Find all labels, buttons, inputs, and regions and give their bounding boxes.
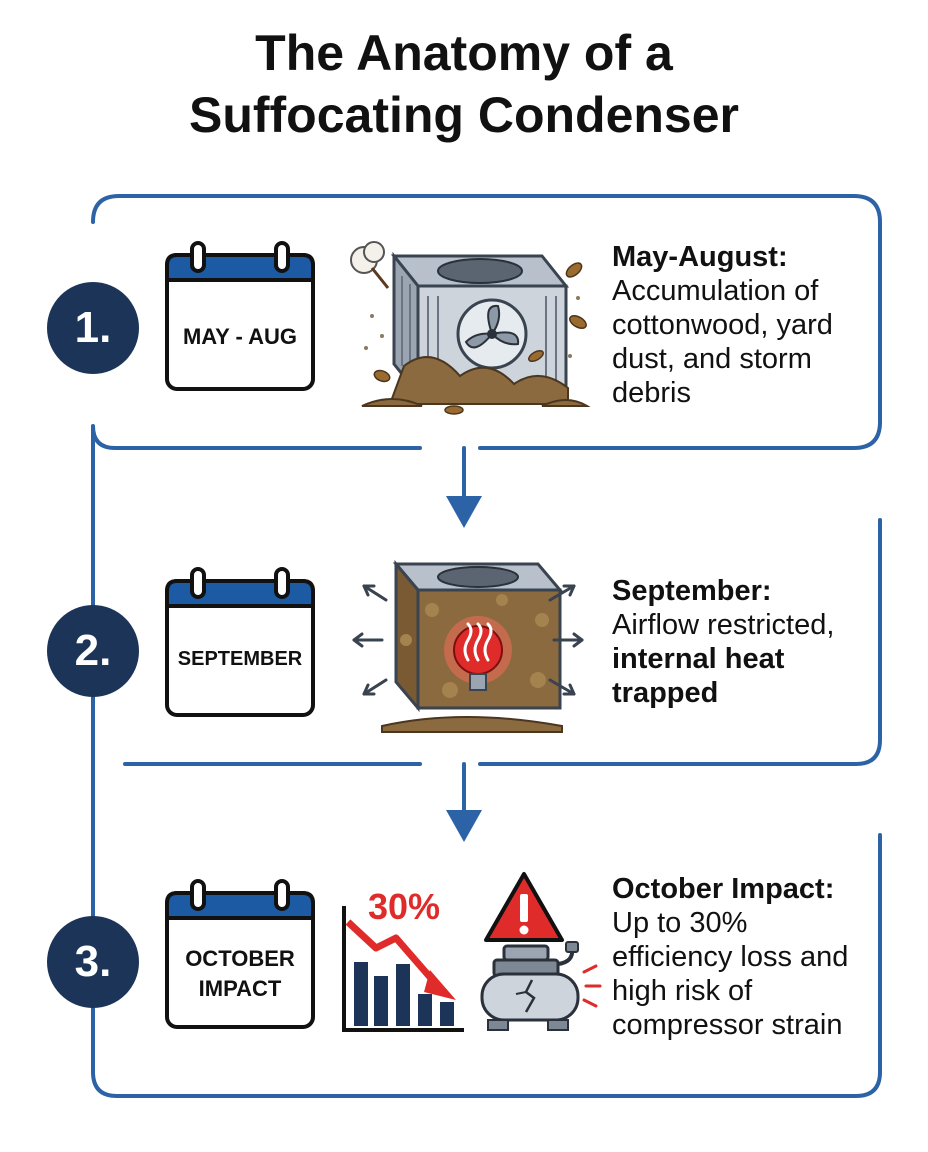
trapped-heat-condenser-icon [342, 540, 592, 740]
step-1-heading: May-August: [612, 241, 788, 273]
step-1-body: Accumulation of cottonwood, yard dust, a… [612, 275, 833, 409]
step-1-number-badge: 1. [47, 282, 139, 374]
step-2-number-badge: 2. [47, 605, 139, 697]
step-2-heading: September: [612, 575, 772, 607]
title-line-2: Suffocating Condenser [188, 87, 740, 143]
step-2-body-bold: internal heat trapped [612, 643, 785, 709]
title-line-1: The Anatomy of a [255, 25, 673, 81]
calendar-label: MAY - AUG [182, 324, 298, 349]
page-title: The Anatomy of a Suffocating Condenser [0, 22, 928, 146]
calendar-icon-may-aug: MAY - AUG [164, 240, 316, 392]
step-3-number-badge: 3. [47, 916, 139, 1008]
step-1-description: May-August: Accumulation of cottonwood, … [612, 240, 872, 410]
efficiency-loss-value: 30% [368, 886, 441, 927]
step-3-body: Up to 30% efficiency loss and high risk … [612, 907, 849, 1041]
dirty-condenser-icon [342, 216, 592, 416]
step-2-description: September: Airflow restricted, internal … [612, 574, 872, 710]
compressor-warning-icon [474, 866, 606, 1036]
calendar-label: SEPTEMBER [177, 648, 303, 670]
step-2-body: Airflow restricted, [612, 609, 835, 641]
step-3-heading: October Impact: [612, 873, 835, 905]
calendar-label-line-2: IMPACT [198, 976, 282, 1001]
calendar-icon-september: SEPTEMBER [164, 566, 316, 718]
calendar-icon-october-impact: OCTOBER IMPACT [164, 878, 316, 1030]
calendar-label-line-1: OCTOBER [185, 946, 295, 971]
efficiency-drop-chart-icon: 30% [340, 876, 470, 1036]
step-3-description: October Impact: Up to 30% efficiency los… [612, 872, 874, 1042]
